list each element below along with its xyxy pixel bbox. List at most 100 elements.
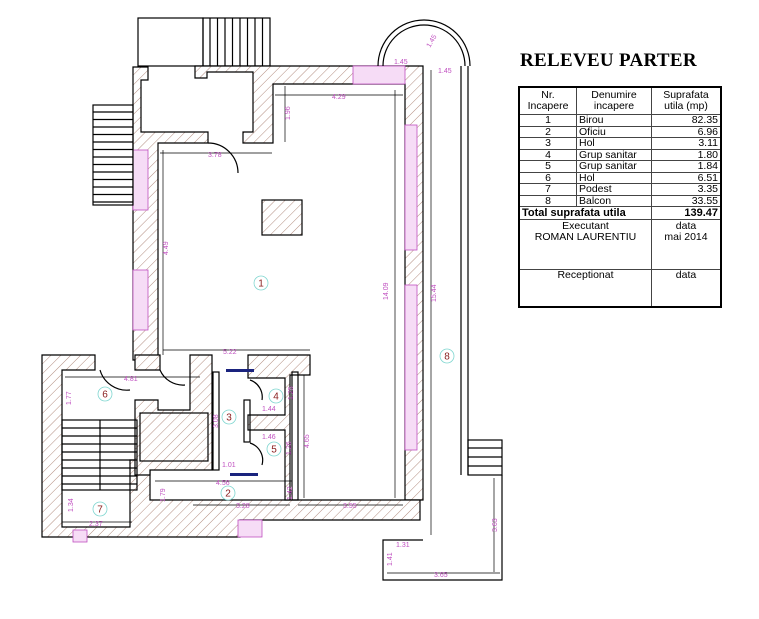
room-number-cell: 7 — [518, 183, 577, 196]
room-number-cell: 6 — [518, 171, 577, 184]
dim-label: 3.08 — [213, 414, 220, 428]
room-name-cell: Grup sanitar — [576, 160, 652, 173]
room-circle — [439, 348, 455, 364]
room-area-cell: 3.35 — [651, 183, 722, 196]
room-numbers: 1 2 3 4 5 6 7 8 — [92, 275, 455, 517]
room-area-cell: 1.84 — [651, 160, 722, 173]
room-circle — [253, 275, 269, 291]
executant-label: Executant — [518, 219, 652, 232]
header-nr: Nr. Incapere — [518, 86, 577, 115]
dim-label: 1.44 — [262, 406, 276, 413]
room-label: 3 — [221, 409, 237, 425]
top-stairs — [137, 17, 271, 67]
room-area-cell: 1.80 — [651, 148, 722, 161]
room-label: 5 — [266, 441, 282, 457]
header-area: Suprafata utila (mp) — [651, 86, 722, 115]
room-name-cell: Hol — [576, 171, 652, 184]
dim-label: 1.45 — [394, 59, 408, 66]
room-number: 6 — [102, 390, 108, 401]
dimension-labels: 4.29 1.96 3.78 1.45 1.45 1.45 4.49 5.22 … — [66, 34, 499, 579]
room-label: 6 — [97, 386, 113, 402]
dim-label: 2.37 — [89, 521, 103, 528]
dim-label: 1.41 — [387, 552, 394, 566]
total-value: 139.47 — [651, 206, 722, 220]
room-number: 3 — [226, 413, 232, 424]
dim-label: 1.46 — [262, 434, 276, 441]
dim-label: 14.09 — [383, 282, 390, 300]
left-stairs — [61, 104, 138, 491]
dim-label: 3.28 — [236, 503, 250, 510]
room-number-cell: 1 — [518, 114, 577, 127]
room-label: 4 — [268, 388, 284, 404]
executant-date: mai 2014 — [651, 232, 722, 270]
dim-label: 5.22 — [223, 349, 237, 356]
room-number-cell: 3 — [518, 137, 577, 150]
dim-label: 1.96 — [285, 106, 292, 120]
room-name-cell: Hol — [576, 137, 652, 150]
room-label: 1 — [253, 275, 269, 291]
dim-label: 1.45 — [438, 68, 452, 75]
dim-label: 3.63 — [492, 518, 499, 532]
room-circle — [268, 388, 284, 404]
table-header: Nr. Incapere Denumire incapere Suprafata… — [518, 86, 722, 115]
doors — [99, 142, 264, 476]
room-number: 7 — [97, 505, 103, 516]
room-area-cell: 33.55 — [651, 194, 722, 207]
total-row: Total suprafata utila 139.47 — [518, 206, 722, 220]
dim-label: 3.78 — [208, 152, 222, 159]
drawing-title: RELEVEU PARTER — [520, 50, 697, 71]
room-circle — [266, 441, 282, 457]
room-number-cell: 4 — [518, 148, 577, 161]
room-number-cell: 5 — [518, 160, 577, 173]
dim-label: 4.29 — [332, 94, 346, 101]
dim-label: 15.44 — [431, 284, 438, 302]
room-label: 7 — [92, 501, 108, 517]
room-label: 8 — [439, 348, 455, 364]
dim-label: 1.42 — [287, 486, 294, 500]
dim-label: 4.65 — [304, 434, 311, 448]
room-schedule-table: Nr. Incapere Denumire incapere Suprafata… — [518, 86, 722, 308]
room-number: 5 — [271, 445, 277, 456]
dim-label: 1.77 — [66, 391, 73, 405]
dim-label: 1.01 — [222, 462, 236, 469]
dim-label: 1.45 — [426, 34, 439, 49]
executant-row: Executant data — [518, 219, 722, 232]
dim-label: 4.49 — [163, 241, 170, 255]
room-name-cell: Balcon — [576, 194, 652, 207]
room-label: 2 — [220, 485, 236, 501]
dim-label: 3.65 — [434, 572, 448, 579]
room-number: 1 — [258, 279, 264, 290]
walls — [41, 65, 424, 538]
dimension-lines — [62, 70, 500, 574]
room-area-cell: 82.35 — [651, 114, 722, 127]
dim-label: 1.26 — [286, 441, 293, 455]
executant-date-label: data — [651, 219, 722, 232]
dim-label: 1.34 — [68, 498, 75, 512]
room-circle — [97, 386, 113, 402]
room-circle — [221, 409, 237, 425]
room-area-cell: 3.11 — [651, 137, 722, 150]
room-number-cell: 2 — [518, 125, 577, 138]
room-name-cell: Grup sanitar — [576, 148, 652, 161]
room-name-cell: Oficiu — [576, 125, 652, 138]
room-number: 4 — [273, 392, 279, 403]
dim-label: 1.79 — [160, 488, 167, 502]
receptionat-label: Receptionat — [518, 269, 652, 308]
balcony — [377, 19, 503, 581]
room-number: 2 — [225, 489, 231, 500]
total-label: Total suprafata utila — [518, 206, 652, 220]
dim-label: 1.25 — [288, 386, 295, 400]
room-name-cell: Birou — [576, 114, 652, 127]
dim-label: 4.81 — [124, 376, 138, 383]
dim-label: 4.56 — [216, 480, 230, 487]
room-number-cell: 8 — [518, 194, 577, 207]
dim-label: 3.55 — [343, 503, 357, 510]
